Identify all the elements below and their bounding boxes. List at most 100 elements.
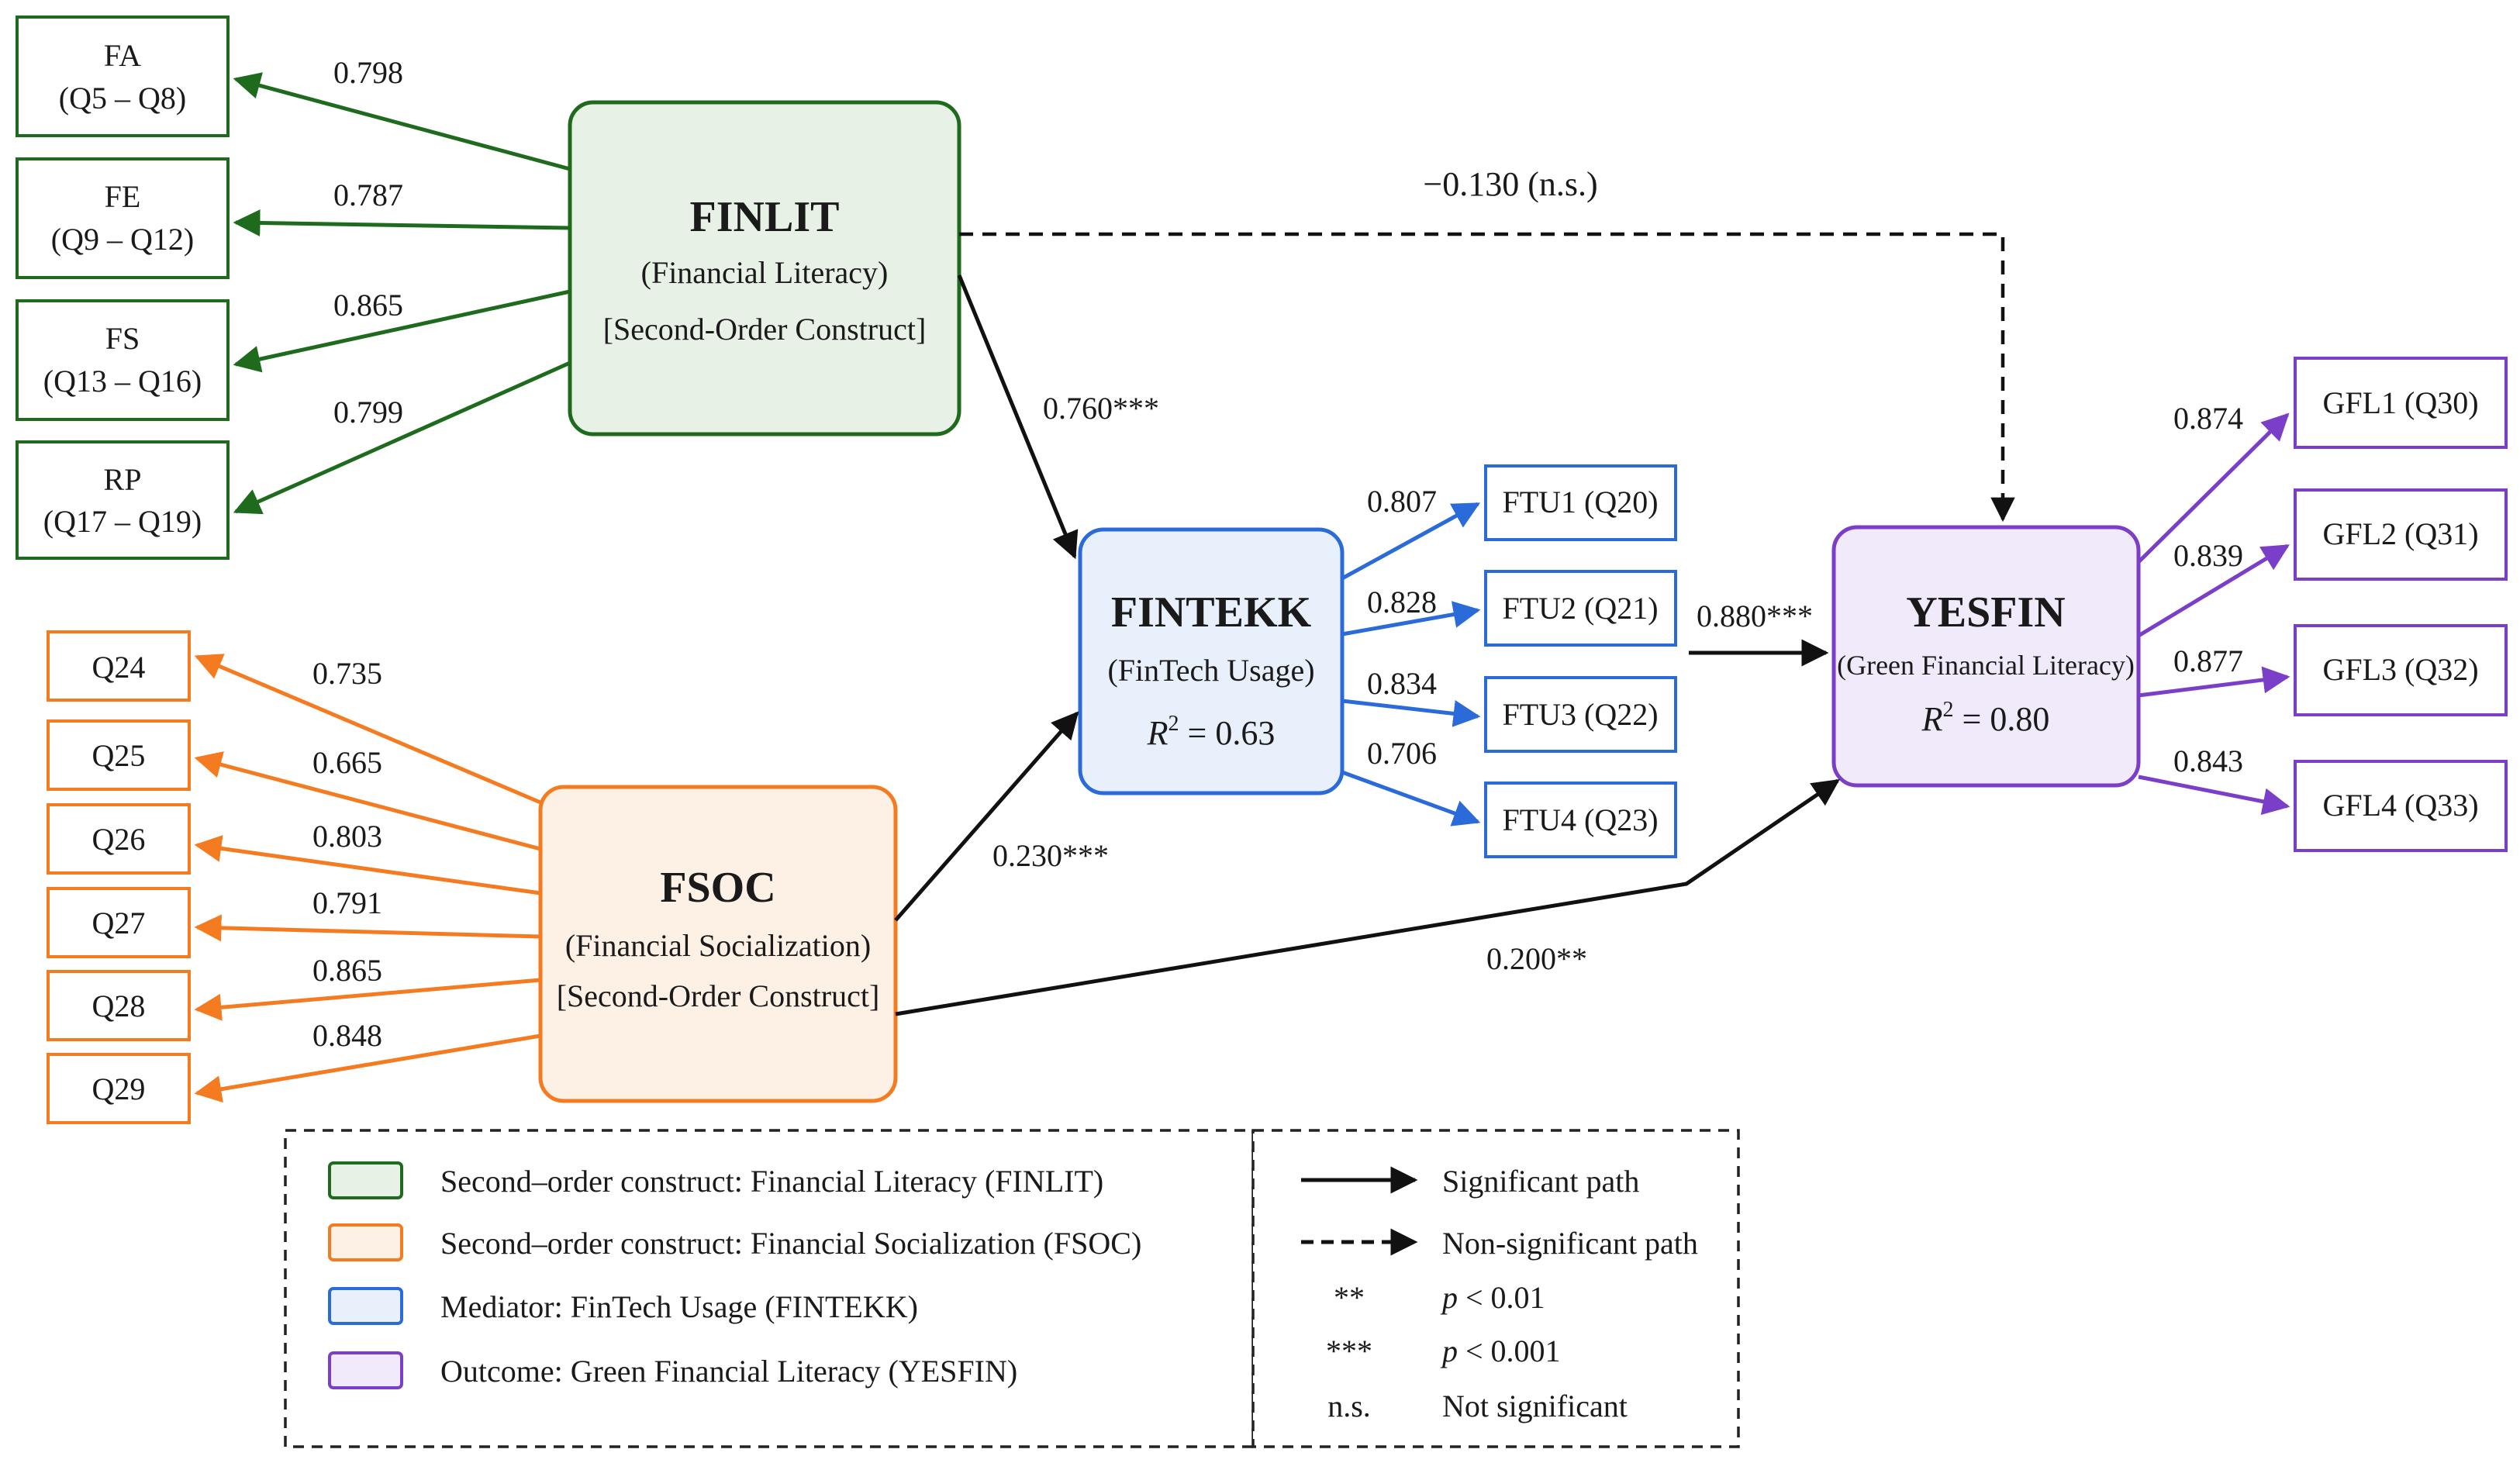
fintekk-group: FINTEKK (FinTech Usage) R2 = 0.63 FTU1 (… bbox=[1078, 464, 1677, 858]
loading-arrow-fe bbox=[233, 209, 571, 237]
legend-symbol-triple-star: *** bbox=[1326, 1334, 1372, 1368]
legend-note-ns: Not significant bbox=[1442, 1389, 1628, 1423]
loading-arrow-ftu3 bbox=[1341, 699, 1481, 727]
loading-label-ftu3: 0.834 bbox=[1367, 666, 1437, 701]
loading-label-fs: 0.865 bbox=[333, 288, 403, 323]
indicator-gfl1-label: GFL1 (Q30) bbox=[2322, 385, 2478, 420]
indicator-fs-box bbox=[16, 299, 230, 421]
loading-label-ftu2: 0.828 bbox=[1367, 585, 1437, 619]
indicator-fs-label: FS bbox=[105, 321, 140, 356]
fsoc-group: FSOC (Financial Socialization) [Second-O… bbox=[47, 630, 898, 1124]
yesfin-name: YESFIN bbox=[1906, 588, 2065, 637]
indicator-gfl1-box bbox=[2294, 357, 2508, 449]
loading-arrow-q28 bbox=[194, 978, 541, 1021]
loading-label-ftu1: 0.807 bbox=[1367, 484, 1437, 519]
loading-arrow-ftu2 bbox=[1341, 601, 1481, 637]
legend: Second–order construct: Financial Litera… bbox=[284, 1129, 1740, 1448]
legend-symbol-ns: n.s. bbox=[1327, 1389, 1371, 1423]
indicator-ftu3-label: FTU3 (Q22) bbox=[1502, 697, 1658, 732]
loading-arrow-gfl3 bbox=[2138, 666, 2290, 698]
indicator-gfl2-box bbox=[2294, 488, 2508, 581]
legend-frame-right bbox=[1251, 1129, 1740, 1448]
loading-arrow-q27 bbox=[194, 914, 541, 942]
path-label-fsoc-yesfin: 0.200** bbox=[1486, 941, 1587, 976]
loading-label-q25: 0.665 bbox=[312, 745, 382, 780]
indicator-rp-range: (Q17 – Q19) bbox=[43, 504, 202, 539]
legend-note-p001: p < 0.01 bbox=[1440, 1280, 1545, 1315]
indicator-ftu4-label: FTU4 (Q23) bbox=[1502, 802, 1658, 837]
path-label-finlit-fintekk: 0.760*** bbox=[1043, 391, 1159, 426]
legend-swatch-fsoc bbox=[328, 1223, 403, 1261]
indicator-fa-label: FA bbox=[104, 38, 141, 73]
finlit-group: FINLIT (Financial Literacy) [Second-Orde… bbox=[16, 16, 961, 560]
legend-label-finlit: Second–order construct: Financial Litera… bbox=[440, 1164, 1103, 1199]
loading-arrow-gfl2 bbox=[2137, 543, 2290, 638]
indicator-q26-label: Q26 bbox=[92, 822, 146, 857]
path-fsoc-yesfin bbox=[895, 778, 1840, 1016]
indicator-q25-box bbox=[47, 719, 191, 791]
loading-label-q27: 0.791 bbox=[312, 885, 382, 920]
indicator-q29-box bbox=[47, 1053, 191, 1124]
yesfin-group: YESFIN (Green Financial Literacy) R2 = 0… bbox=[1831, 357, 2508, 852]
loading-label-fe: 0.787 bbox=[333, 178, 403, 212]
path-label-fintekk-yesfin: 0.880*** bbox=[1697, 599, 1813, 633]
structural-paths: 0.760*** 0.230*** 0.880*** 0.200** −0.13… bbox=[894, 165, 2015, 1016]
legend-nonsignificant-label: Non-significant path bbox=[1442, 1226, 1698, 1261]
indicator-q27-label: Q27 bbox=[92, 906, 146, 940]
indicator-fe-box bbox=[16, 157, 230, 279]
yesfin-r2: R2 = 0.80 bbox=[1921, 698, 2050, 738]
loading-label-gfl3: 0.877 bbox=[2173, 644, 2243, 678]
loading-label-ftu4: 0.706 bbox=[1367, 736, 1437, 771]
finlit-note: [Second-Order Construct] bbox=[603, 312, 927, 347]
fsoc-box bbox=[538, 785, 898, 1103]
indicator-ftu1-box bbox=[1484, 464, 1677, 541]
finlit-box bbox=[568, 100, 961, 436]
path-fsoc-fintekk bbox=[894, 711, 1079, 922]
path-finlit-yesfin bbox=[959, 232, 2015, 523]
loading-arrow-fs bbox=[233, 289, 571, 373]
legend-swatch-yesfin bbox=[328, 1351, 403, 1389]
fintekk-r2: R2 = 0.63 bbox=[1147, 712, 1276, 752]
legend-label-fintekk: Mediator: FinTech Usage (FINTEKK) bbox=[440, 1289, 918, 1324]
path-finlit-fintekk bbox=[957, 274, 1079, 560]
legend-significant-label: Significant path bbox=[1442, 1164, 1639, 1199]
loading-arrow-ftu4 bbox=[1341, 770, 1481, 826]
loading-label-q29: 0.848 bbox=[312, 1018, 382, 1053]
indicator-q25-label: Q25 bbox=[92, 738, 146, 773]
indicator-gfl4-box bbox=[2294, 760, 2508, 852]
loading-arrow-rp bbox=[233, 361, 571, 515]
indicator-q28-box bbox=[47, 970, 191, 1041]
indicator-fe-label: FE bbox=[105, 179, 141, 214]
loading-arrow-ftu1 bbox=[1341, 502, 1481, 581]
fsoc-subtitle: (Financial Socialization) bbox=[565, 928, 871, 963]
yesfin-subtitle: (Green Financial Literacy) bbox=[1837, 650, 2135, 681]
legend-symbol-double-star: ** bbox=[1334, 1280, 1365, 1315]
indicator-q29-label: Q29 bbox=[92, 1071, 146, 1106]
indicator-gfl3-box bbox=[2294, 624, 2508, 716]
loading-label-rp: 0.799 bbox=[333, 395, 403, 430]
indicator-ftu3-box bbox=[1484, 676, 1677, 753]
legend-note-p0001: p < 0.001 bbox=[1440, 1334, 1561, 1368]
fintekk-box bbox=[1078, 527, 1345, 795]
loading-arrow-q26 bbox=[194, 835, 541, 895]
indicator-fs-range: (Q13 – Q16) bbox=[43, 364, 202, 399]
loading-label-gfl2: 0.839 bbox=[2173, 538, 2243, 573]
indicator-fa-box bbox=[16, 16, 230, 137]
legend-frame-left bbox=[284, 1129, 1255, 1448]
loading-arrow-q24 bbox=[194, 654, 541, 805]
indicator-ftu2-label: FTU2 (Q21) bbox=[1502, 591, 1658, 626]
loading-arrow-q29 bbox=[194, 1033, 541, 1103]
indicator-ftu4-box bbox=[1484, 782, 1677, 858]
loading-arrow-gfl1 bbox=[2137, 412, 2290, 564]
path-label-fsoc-fintekk: 0.230*** bbox=[992, 838, 1109, 873]
indicator-q26-box bbox=[47, 803, 191, 875]
loading-label-q24: 0.735 bbox=[312, 656, 382, 691]
indicator-ftu1-label: FTU1 (Q20) bbox=[1502, 485, 1658, 519]
indicator-gfl3-label: GFL3 (Q32) bbox=[2322, 652, 2478, 687]
legend-label-yesfin: Outcome: Green Financial Literacy (YESFI… bbox=[440, 1354, 1017, 1389]
loading-arrow-q25 bbox=[194, 751, 541, 851]
path-label-finlit-yesfin: −0.130 (n.s.) bbox=[1423, 165, 1597, 203]
fintekk-name: FINTEKK bbox=[1111, 588, 1312, 637]
indicator-ftu2-box bbox=[1484, 570, 1677, 647]
